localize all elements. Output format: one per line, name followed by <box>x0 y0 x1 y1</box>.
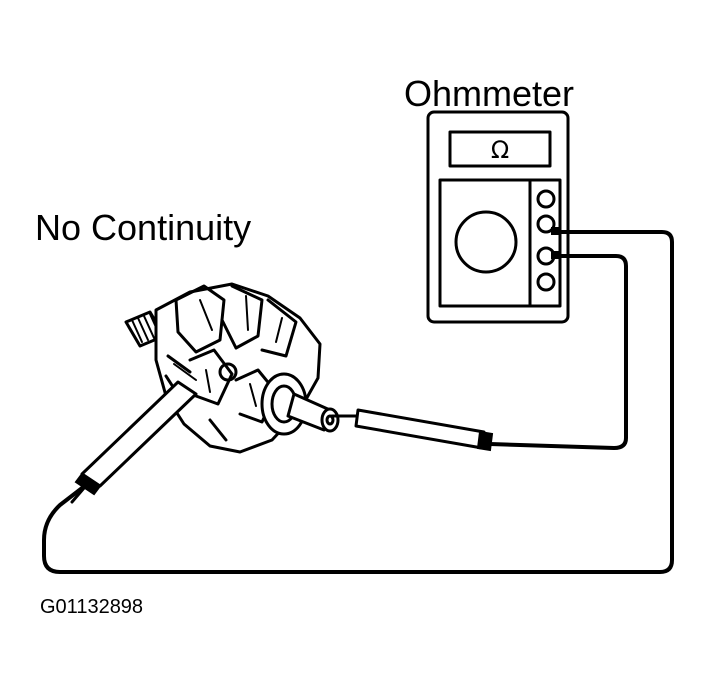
ohm-display-symbol: Ω <box>491 136 509 164</box>
figure-id: G01132898 <box>40 596 144 618</box>
ohmmeter-label: Ohmmeter <box>404 73 575 114</box>
no-continuity-label: No Continuity <box>35 207 252 248</box>
test-probe-right <box>330 408 494 452</box>
test-probe-left <box>70 354 198 504</box>
ohmmeter-icon: Ω <box>426 110 570 324</box>
lead-wire-right <box>488 254 628 450</box>
alternator-rotor-icon <box>124 282 340 454</box>
lead-wire-left <box>42 230 674 574</box>
jack-2 <box>536 214 556 234</box>
jack-4 <box>536 272 556 292</box>
jack-1 <box>536 189 556 209</box>
